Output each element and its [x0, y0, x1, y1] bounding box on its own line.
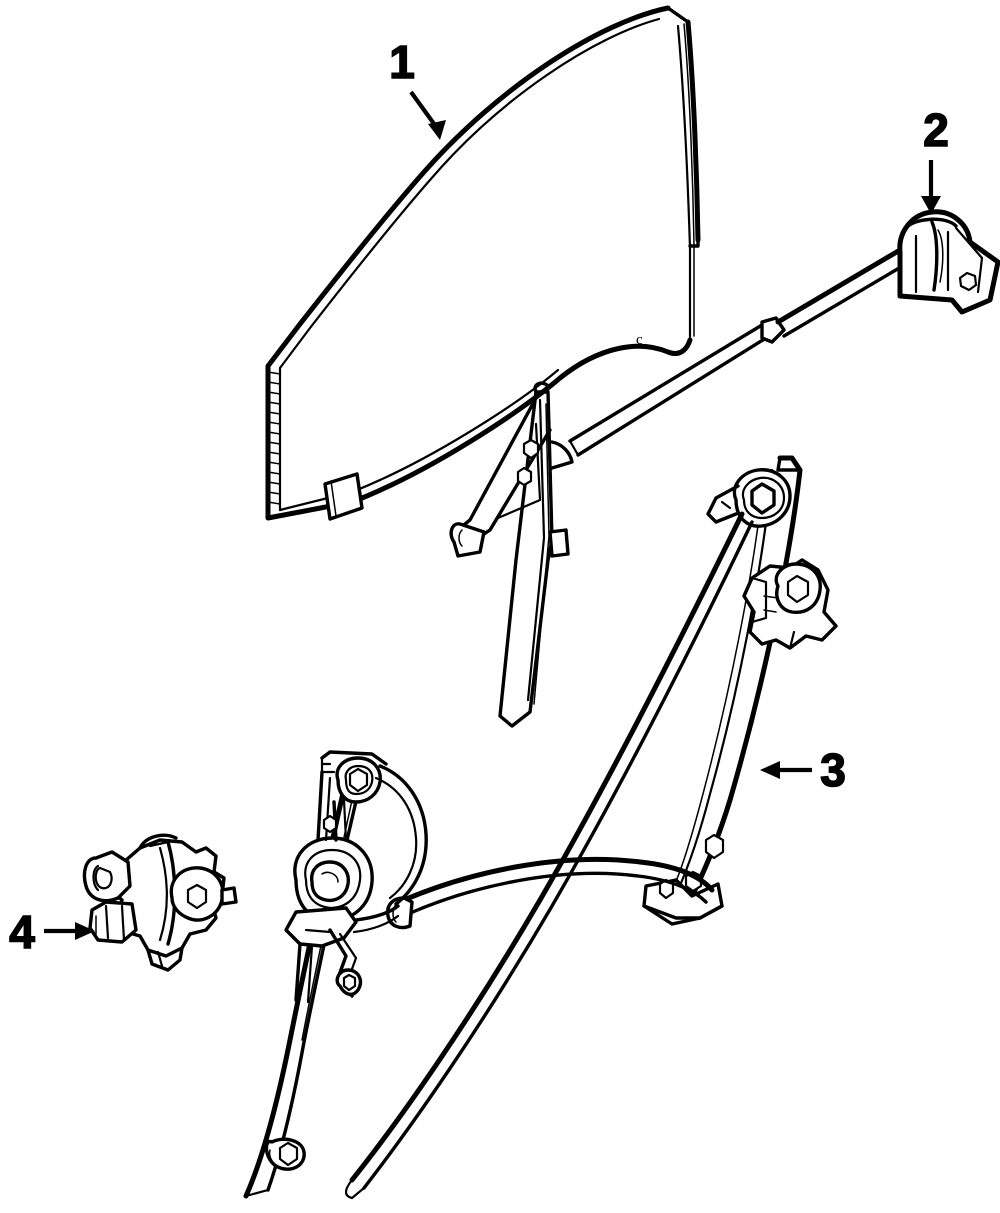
regulator-main-scissor-arm[interactable]: [344, 511, 754, 1200]
vertical-guide-channel[interactable]: [449, 381, 574, 728]
callout-1-number: 1: [389, 36, 415, 88]
regulator-drive-assembly[interactable]: [284, 750, 428, 1004]
upper-mounting-bracket[interactable]: [897, 209, 1000, 315]
callout-4-number: 4: [9, 906, 35, 958]
callout-1-arrow-shaft: [409, 90, 439, 130]
glass-retainer-clip[interactable]: [323, 472, 364, 521]
callout-4-arrow-head: [75, 922, 95, 940]
regulator-bottom-pivot[interactable]: [264, 1137, 306, 1171]
callout-1-arrow-head: [428, 120, 446, 140]
regulator-right-rail[interactable]: [642, 455, 803, 926]
door-window-glass[interactable]: c: [265, 5, 701, 521]
callout-2[interactable]: 2: [921, 103, 950, 214]
glass-marking-c: c: [636, 332, 643, 348]
callout-1[interactable]: 1: [388, 35, 446, 140]
callout-3-arrow-head: [760, 761, 780, 779]
callout-3-number: 3: [820, 744, 846, 796]
regulator-upper-pulley[interactable]: [706, 468, 792, 528]
telescoping-guide-rail-rod[interactable]: [568, 247, 908, 457]
callout-4[interactable]: 4: [8, 905, 95, 959]
regulator-cable-guide[interactable]: [385, 856, 715, 930]
callout-2-arrow-head: [921, 196, 941, 214]
window-regulator-assembly[interactable]: [243, 455, 838, 1200]
regulator-mid-gear-mount[interactable]: [742, 558, 838, 650]
callout-3[interactable]: 3: [760, 743, 847, 797]
callout-2-number: 2: [923, 104, 949, 156]
regulator-drive-motor[interactable]: [82, 833, 238, 972]
glass-edge-hatching: [267, 371, 281, 505]
